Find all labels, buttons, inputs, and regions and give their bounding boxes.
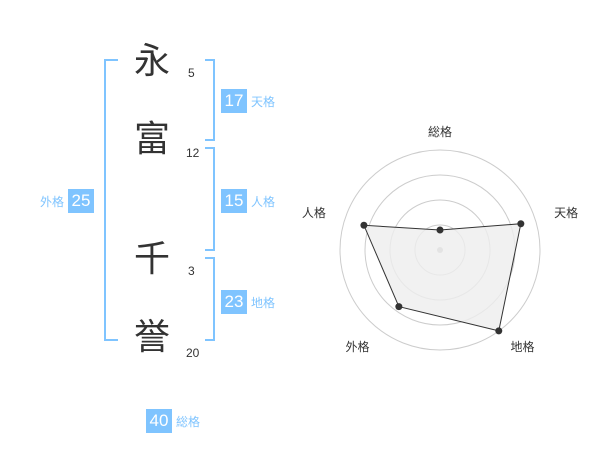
soukaku-value: 40 [146, 409, 172, 433]
name-char-3: 千 [133, 239, 170, 280]
chikaku-bracket [205, 257, 215, 341]
jinkaku-bracket [205, 147, 215, 251]
radar-axis-label-5: 人格 [302, 205, 326, 220]
radar-axis-label-4: 外格 [345, 339, 369, 354]
gaikaku-badge: 25 外格 [40, 189, 95, 213]
stroke-count-2: 12 [186, 146, 200, 160]
radar-ring-4 [339, 149, 541, 351]
radar-axis-label-2: 天格 [554, 205, 578, 220]
chikaku-label: 地格 [251, 295, 276, 310]
gaikaku-value: 25 [68, 189, 95, 213]
chikaku-badge: 23 地格 [221, 290, 275, 314]
radar-point-3 [495, 327, 503, 335]
gaikaku-bracket [104, 59, 118, 341]
stroke-count-4: 20 [186, 346, 200, 360]
gaikaku-label: 外格 [40, 194, 65, 209]
radar-point-1 [436, 226, 444, 234]
soukaku-badge: 40 総格 [146, 409, 200, 433]
tenkaku-value: 17 [221, 89, 247, 113]
tenkaku-badge: 17 天格 [221, 89, 275, 113]
radar-point-4 [395, 303, 403, 311]
chikaku-value: 23 [221, 290, 247, 314]
radar-point-5 [360, 221, 368, 229]
radar-data-polygon [363, 223, 522, 332]
stroke-count-3: 3 [188, 264, 195, 278]
name-char-1: 永 [133, 41, 170, 82]
stroke-count-1: 5 [188, 66, 195, 80]
tenkaku-label: 天格 [251, 94, 276, 109]
radar-point-2 [517, 220, 525, 228]
jinkaku-label: 人格 [251, 194, 276, 209]
name-char-2: 富 [133, 119, 170, 160]
tenkaku-bracket [205, 59, 215, 141]
soukaku-label: 総格 [176, 414, 201, 429]
jinkaku-badge: 15 人格 [221, 189, 275, 213]
radar-axis-label-1: 総格 [428, 124, 452, 139]
radar-axis-label-3: 地格 [511, 339, 535, 354]
jinkaku-value: 15 [221, 189, 247, 213]
name-char-4: 誉 [133, 317, 170, 358]
